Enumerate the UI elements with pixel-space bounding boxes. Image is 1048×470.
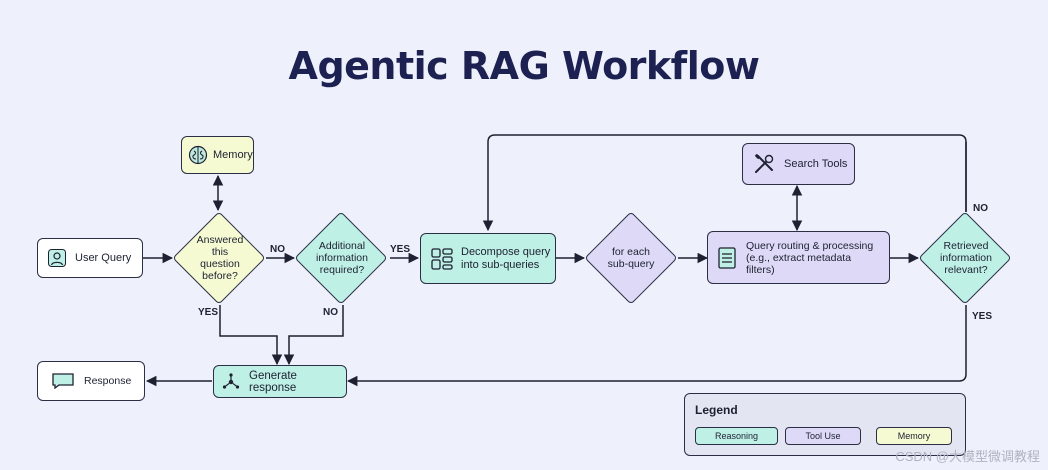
tools-icon [755, 154, 774, 173]
watermark: CSDN @大模型微调教程 [895, 449, 1040, 464]
retrieved-relevant-label: Retrieved information relevant? [940, 240, 992, 276]
edge-label-yes-retrieved: YES [972, 311, 993, 322]
edge-label-yes-additional: YES [390, 244, 411, 255]
decompose-label: Decompose query into sub-queries [461, 245, 551, 271]
answered-before-label: Answered this question before? [196, 234, 244, 282]
generate-response-node: Generate response [213, 365, 347, 398]
response-label: Response [84, 375, 132, 387]
legend-memory: Memory [876, 427, 952, 445]
decompose-node: Decompose query into sub-queries [420, 233, 556, 284]
document-icon [718, 246, 736, 269]
user-icon [48, 249, 66, 267]
memory-label: Memory [213, 149, 253, 161]
legend-title: Legend [695, 403, 738, 417]
user-query-node: User Query [37, 238, 143, 278]
additional-info-label: Additional information required? [316, 240, 368, 276]
page-title: Agentic RAG Workflow [288, 44, 760, 88]
edge-label-yes-answered: YES [198, 307, 219, 318]
user-query-label: User Query [75, 252, 132, 264]
legend: Legend Reasoning Tool Use Memory [684, 393, 966, 456]
edge-label-no-retrieved: NO [973, 203, 988, 214]
generate-response-label: Generate response [249, 369, 297, 394]
message-icon [52, 373, 74, 389]
legend-reasoning: Reasoning [695, 427, 778, 445]
legend-tool-use: Tool Use [785, 427, 861, 445]
grid-icon [431, 247, 453, 270]
response-node: Response [37, 361, 145, 401]
search-tools-node: Search Tools [742, 143, 855, 185]
edge-label-no-additional: NO [323, 307, 338, 318]
search-tools-label: Search Tools [784, 158, 848, 170]
query-routing-label: Query routing & processing (e.g., extrac… [746, 239, 874, 276]
memory-node: Memory [181, 136, 254, 174]
network-icon [222, 372, 240, 389]
edge-label-no-answered: NO [270, 244, 285, 255]
for-each-label: for each sub-query [607, 246, 655, 270]
brain-icon [188, 145, 208, 165]
query-routing-node: Query routing & processing (e.g., extrac… [707, 231, 890, 284]
